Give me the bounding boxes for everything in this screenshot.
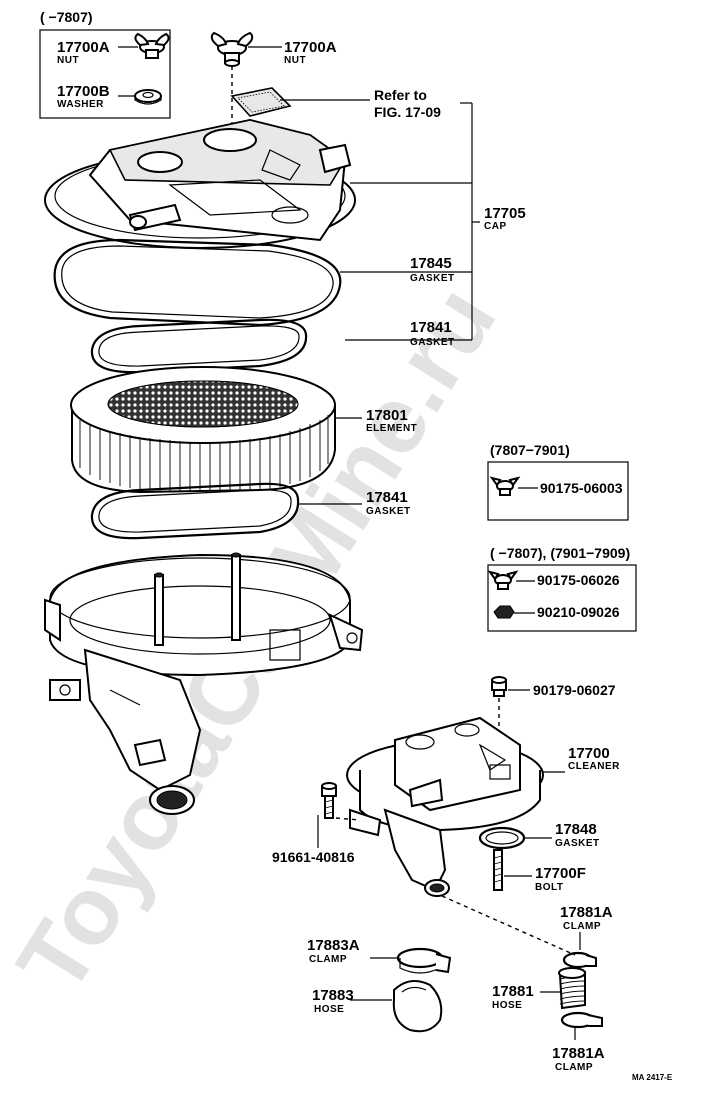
inset-3-header: ( −7807), (7901−7909) — [490, 545, 630, 561]
inset-3-part-90175-06026: 90175-06026 — [537, 572, 620, 588]
callout-17700F: 17700F — [535, 865, 586, 882]
clamp-17881A-lower-icon — [560, 1011, 603, 1029]
inset-3-part-90210-09026: 90210-09026 — [537, 604, 620, 620]
callout-17883A: 17883A — [307, 937, 360, 954]
clamp-17883A-icon — [396, 947, 452, 974]
callout-17841-upper: 17841 — [410, 319, 452, 336]
hose-17883-icon — [392, 980, 443, 1033]
callout-91661-40816: 91661-40816 — [272, 849, 355, 865]
callout-17700A-top: 17700A — [284, 39, 337, 56]
inset-2-nut-icon — [489, 476, 521, 496]
footer-code: MA 2417-E — [632, 1073, 673, 1082]
wing-nut-icon — [134, 32, 170, 59]
inset-1-part-17700A: 17700A — [57, 39, 110, 56]
callout-90179-06027: 90179-06027 — [533, 682, 616, 698]
inset-3-washer-icon — [493, 605, 515, 619]
top-nut-icon — [210, 31, 254, 67]
callout-17881A-upper-name: CLAMP — [563, 921, 601, 932]
gasket-17841-upper-icon — [90, 318, 308, 374]
element-17801-icon — [70, 366, 336, 494]
callout-17700F-name: BOLT — [535, 882, 563, 893]
reference-line2: FIG. 17-09 — [374, 104, 441, 120]
callout-17801-name: ELEMENT — [366, 423, 417, 434]
inset-1-part-17700B: 17700B — [57, 83, 110, 100]
callout-17881A-lower: 17881A — [552, 1045, 605, 1062]
callout-17841-lower-name: GASKET — [366, 506, 411, 517]
cleaner-17700-icon — [346, 716, 544, 897]
inset-3-nut-icon — [487, 570, 519, 590]
gasket-17841-lower-icon — [90, 482, 300, 540]
callout-17705: 17705 — [484, 205, 526, 222]
callout-17700A-top-name: NUT — [284, 55, 306, 66]
callout-17845-name: GASKET — [410, 273, 455, 284]
callout-17841-upper-name: GASKET — [410, 337, 455, 348]
callout-17883A-name: CLAMP — [309, 954, 347, 965]
inset-2-header: (7807−7901) — [490, 442, 570, 458]
inset-1-box — [39, 29, 171, 119]
callout-17801: 17801 — [366, 407, 408, 424]
filter-pad-icon — [230, 87, 292, 117]
callout-17700-name: CLEANER — [568, 761, 620, 772]
clamp-17881A-upper-icon — [562, 951, 597, 969]
callout-17881-name: HOSE — [492, 1000, 522, 1011]
bolt-91661-40816-icon — [321, 782, 337, 819]
inset-2-part-90175-06003: 90175-06003 — [540, 480, 623, 496]
cleaner-housing-icon — [44, 552, 364, 815]
cap-17705-icon — [44, 118, 356, 249]
inset-1-name-nut: NUT — [57, 55, 79, 66]
callout-17881: 17881 — [492, 983, 534, 1000]
inset-1-header: ( −7807) — [40, 9, 93, 25]
callout-17848-name: GASKET — [555, 838, 600, 849]
hose-17881-icon — [558, 967, 586, 1010]
callout-17841-lower: 17841 — [366, 489, 408, 506]
callout-17883-name: HOSE — [314, 1004, 344, 1015]
gasket-17845-icon — [53, 238, 342, 327]
inset-3-box — [487, 564, 637, 632]
inset-1-name-washer: WASHER — [57, 99, 104, 110]
inset-2-box — [487, 461, 629, 521]
reference-line1: Refer to — [374, 87, 427, 103]
bolt-17700F-icon — [493, 849, 503, 891]
washer-icon — [134, 89, 162, 105]
callout-17845: 17845 — [410, 255, 452, 272]
callout-17883: 17883 — [312, 987, 354, 1004]
callout-17881A-upper: 17881A — [560, 904, 613, 921]
callout-17848: 17848 — [555, 821, 597, 838]
callout-17705-name: CAP — [484, 221, 507, 232]
nut-90179-06027-icon — [491, 676, 507, 697]
gasket-17848-icon — [478, 826, 526, 850]
callout-17881A-lower-name: CLAMP — [555, 1062, 593, 1073]
callout-17700: 17700 — [568, 745, 610, 762]
